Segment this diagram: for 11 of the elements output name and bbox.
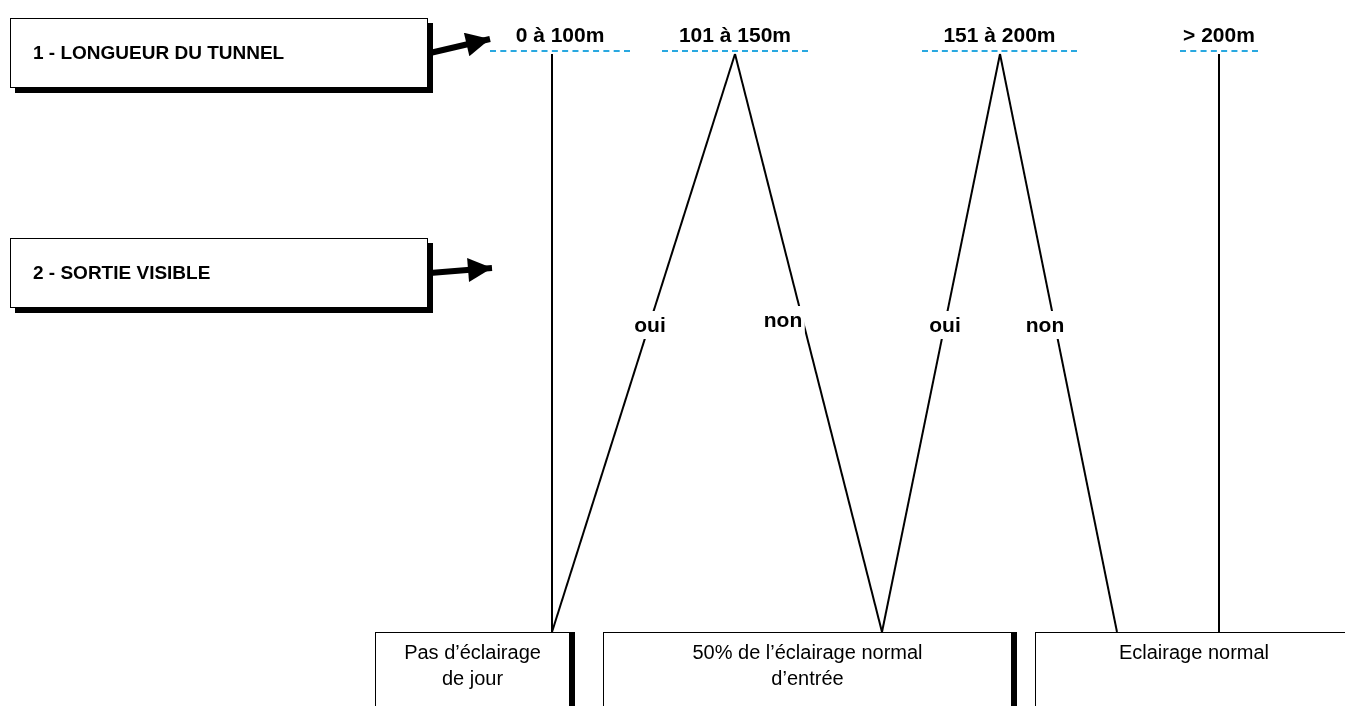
connector-line [881,53,1001,633]
connector-line [1218,53,1220,633]
range-label: 151 à 200m [922,22,1077,52]
connector-line [734,53,883,633]
range-label: 101 à 150m [662,22,808,52]
connector-line [551,53,553,633]
connector-line [551,53,736,633]
range-label: > 200m [1180,22,1258,52]
range-label: 0 à 100m [490,22,630,52]
connector-line [999,53,1118,633]
result-box: Eclairage normal [1035,632,1345,706]
